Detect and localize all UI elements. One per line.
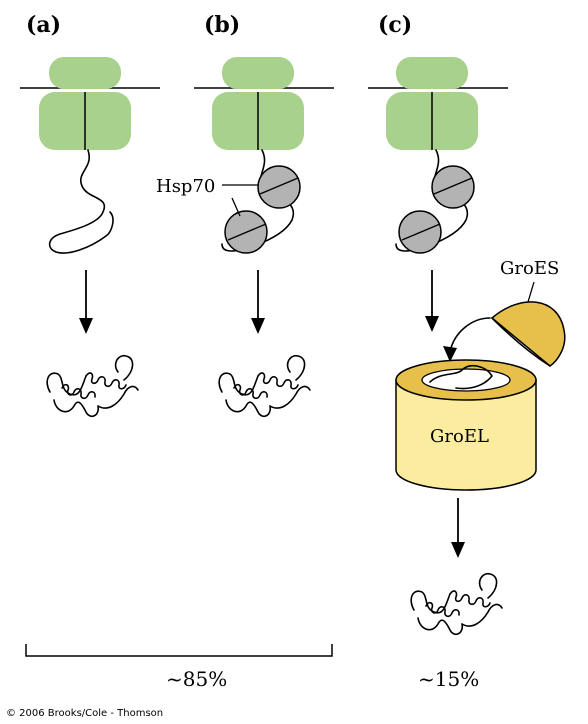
groel-barrel — [395, 379, 537, 491]
hsp70-pointer-2 — [231, 197, 241, 217]
folded-protein-a — [46, 354, 139, 418]
panel-c: GroES GroEL — [368, 56, 566, 636]
copyright-text: © 2006 Brooks/Cole - Thomson — [6, 708, 163, 719]
panel-label-c: (c) — [378, 12, 412, 38]
hsp70-label: Hsp70 — [156, 176, 215, 197]
panel-b: Hsp70 — [156, 56, 334, 418]
groes-cap — [490, 301, 566, 367]
groel-label: GroEL — [430, 426, 489, 447]
percentage-right: ~15% — [418, 667, 479, 691]
panel-label-b: (b) — [204, 12, 240, 38]
hsp70-upper — [257, 165, 301, 209]
arrow-head-c2 — [451, 542, 465, 558]
groes-arrow-head — [443, 346, 457, 362]
groes-label: GroES — [500, 258, 559, 279]
arrow-head-c1 — [425, 316, 439, 332]
ribosome-b — [211, 56, 305, 151]
panel-label-a: (a) — [26, 12, 61, 38]
hsp70-upper-c — [431, 165, 475, 209]
groes-arrow — [449, 317, 491, 353]
percentage-bracket — [25, 644, 333, 657]
folded-protein-b — [218, 354, 311, 418]
ribosome-a — [38, 56, 132, 151]
ribosome-c — [385, 56, 479, 151]
arrow-head-b — [251, 318, 265, 334]
arrow-head-a — [79, 318, 93, 334]
percentage-left: ~85% — [166, 667, 227, 691]
groes-pointer — [527, 281, 535, 303]
panel-a — [20, 56, 160, 418]
nascent-chain-a — [48, 149, 114, 254]
folded-protein-c — [410, 572, 503, 636]
